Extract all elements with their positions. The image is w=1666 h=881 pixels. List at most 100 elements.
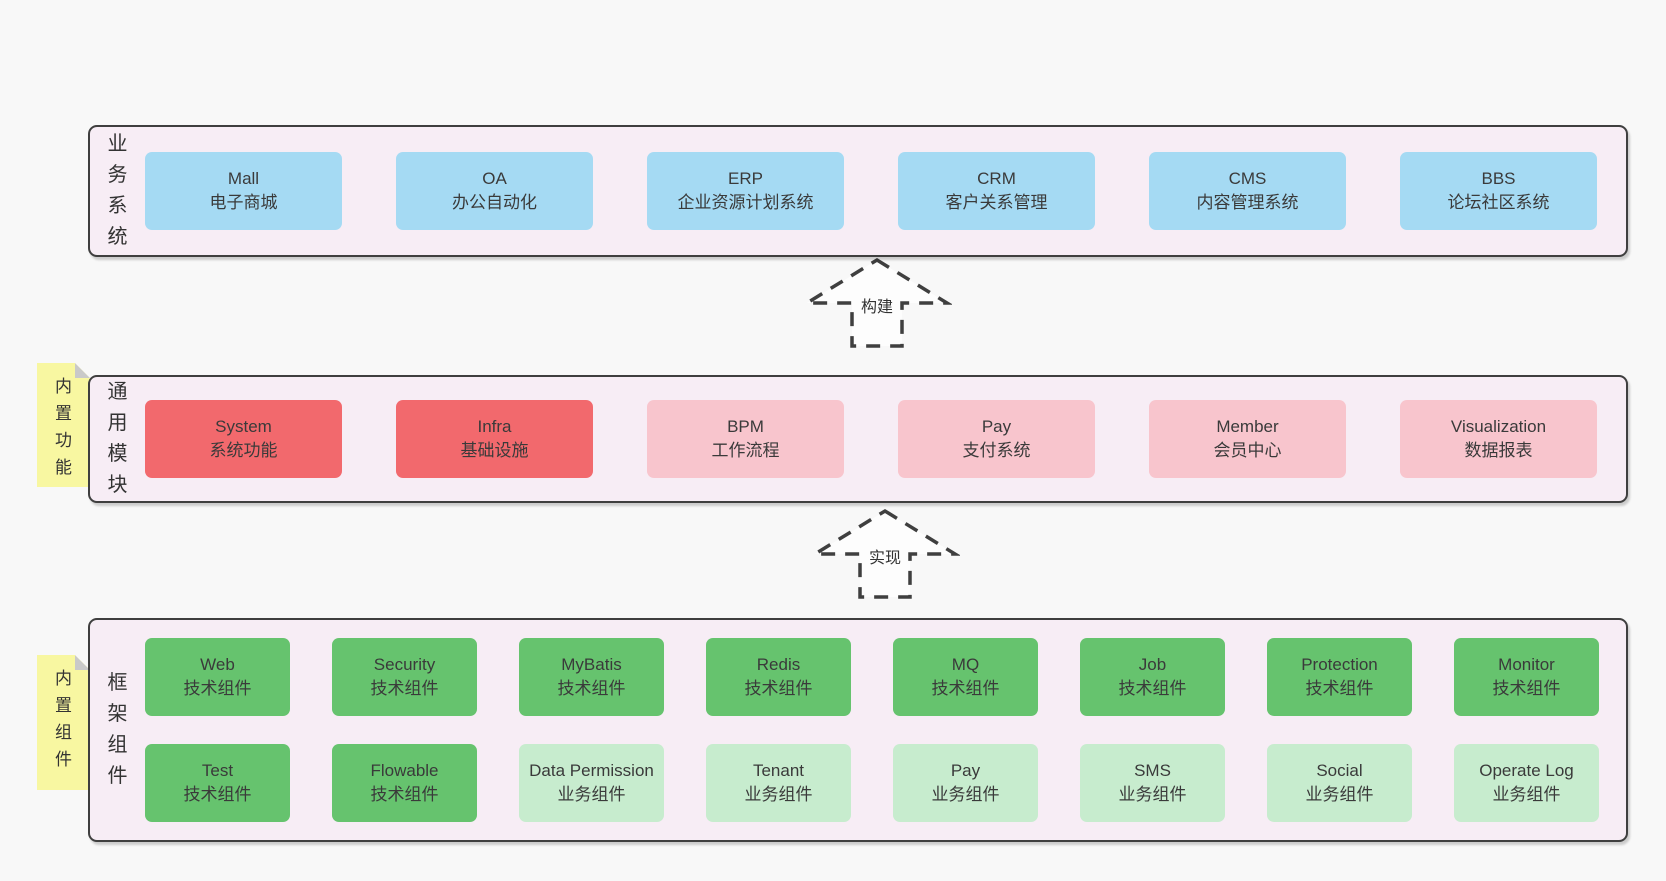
diagram-node-cms: CMS 内容管理系统 — [1149, 152, 1346, 230]
node-title: Protection — [1301, 655, 1378, 674]
framework-components-rows: Web 技术组件 Security 技术组件 MyBatis 技术组件 Redi… — [145, 638, 1599, 822]
node-title: Mall — [227, 169, 260, 188]
node-subtitle: 工作流程 — [711, 441, 780, 460]
node-title: Social — [1316, 761, 1363, 780]
folded-corner-icon — [75, 363, 90, 378]
node-title: Monitor — [1498, 655, 1555, 674]
diagram-node-mall: Mall 电子商城 — [145, 152, 342, 230]
node-subtitle: 业务组件 — [557, 785, 626, 804]
business-systems-panel: 业务系统 Mall 电子商城 OA 办公自动化 ERP 企业资源计划系统 CRM… — [88, 125, 1628, 257]
node-title: Member — [1216, 417, 1279, 436]
diagram-node-protection: Protection 技术组件 — [1267, 638, 1412, 716]
node-subtitle: 业务组件 — [744, 785, 813, 804]
node-subtitle: 内容管理系统 — [1196, 193, 1299, 212]
node-title: Operate Log — [1479, 761, 1574, 780]
framework-components-panel: 框架组件 Web 技术组件 Security 技术组件 MyBatis 技术组件… — [88, 618, 1628, 842]
node-subtitle: 业务组件 — [1305, 785, 1374, 804]
diagram-node-tenant: Tenant 业务组件 — [706, 744, 851, 822]
node-subtitle: 论坛社区系统 — [1447, 193, 1550, 212]
node-subtitle: 客户关系管理 — [945, 193, 1048, 212]
common-modules-label: 通用模块 — [107, 381, 128, 496]
business-components-row: Test 技术组件 Flowable 技术组件 Data Permission … — [145, 744, 1599, 822]
node-title: Pay — [950, 761, 981, 780]
diagram-node-pay-component: Pay 业务组件 — [893, 744, 1038, 822]
diagram-node-system: System 系统功能 — [145, 400, 342, 478]
node-subtitle: 支付系统 — [962, 441, 1031, 460]
diagram-node-sms: SMS 业务组件 — [1080, 744, 1225, 822]
diagram-node-bbs: BBS 论坛社区系统 — [1400, 152, 1597, 230]
node-title: Security — [373, 655, 436, 674]
node-subtitle: 技术组件 — [744, 679, 813, 698]
sticky-note-label: 内置组件 — [55, 669, 72, 769]
diagram-node-mq: MQ 技术组件 — [893, 638, 1038, 716]
diagram-node-operate-log: Operate Log 业务组件 — [1454, 744, 1599, 822]
diagram-node-pay-system: Pay 支付系统 — [898, 400, 1095, 478]
diagram-node-web: Web 技术组件 — [145, 638, 290, 716]
node-title: Test — [201, 761, 234, 780]
node-title: MQ — [951, 655, 980, 674]
diagram-node-infra: Infra 基础设施 — [396, 400, 593, 478]
diagram-node-erp: ERP 企业资源计划系统 — [647, 152, 844, 230]
node-subtitle: 系统功能 — [209, 441, 278, 460]
build-arrow: 构建 — [802, 257, 952, 349]
sticky-note-label: 内置功能 — [55, 377, 72, 477]
diagram-node-member: Member 会员中心 — [1149, 400, 1346, 478]
node-title: Infra — [477, 417, 512, 436]
node-subtitle: 技术组件 — [557, 679, 626, 698]
arrow-label: 实现 — [865, 544, 905, 568]
node-subtitle: 技术组件 — [370, 679, 439, 698]
diagram-node-bpm: BPM 工作流程 — [647, 400, 844, 478]
node-subtitle: 技术组件 — [1118, 679, 1187, 698]
node-subtitle: 业务组件 — [1492, 785, 1561, 804]
diagram-node-redis: Redis 技术组件 — [706, 638, 851, 716]
node-title: SMS — [1134, 761, 1171, 780]
node-title: MyBatis — [561, 655, 622, 674]
diagram-node-job: Job 技术组件 — [1080, 638, 1225, 716]
node-title: BBS — [1481, 169, 1516, 188]
diagram-node-visualization: Visualization 数据报表 — [1400, 400, 1597, 478]
node-title: Redis — [756, 655, 801, 674]
diagram-node-oa: OA 办公自动化 — [396, 152, 593, 230]
node-subtitle: 业务组件 — [1118, 785, 1187, 804]
node-subtitle: 技术组件 — [931, 679, 1000, 698]
business-systems-label: 业务系统 — [107, 133, 128, 248]
node-title: Data Permission — [529, 761, 654, 780]
node-subtitle: 电子商城 — [209, 193, 278, 212]
node-title: Job — [1138, 655, 1167, 674]
node-subtitle: 技术组件 — [1492, 679, 1561, 698]
node-subtitle: 办公自动化 — [452, 193, 537, 212]
common-modules-row: System 系统功能 Infra 基础设施 BPM 工作流程 Pay 支付系统… — [145, 400, 1597, 478]
implement-arrow: 实现 — [810, 508, 960, 600]
framework-components-label: 框架组件 — [107, 672, 128, 787]
node-subtitle: 企业资源计划系统 — [677, 193, 814, 212]
node-title: Flowable — [370, 761, 439, 780]
common-modules-panel: 通用模块 System 系统功能 Infra 基础设施 BPM 工作流程 Pay… — [88, 375, 1628, 503]
node-title: Pay — [981, 417, 1012, 436]
panel-label-column: 通用模块 — [90, 377, 145, 501]
diagram-node-flowable: Flowable 技术组件 — [332, 744, 477, 822]
node-subtitle: 基础设施 — [460, 441, 529, 460]
node-title: ERP — [728, 169, 763, 188]
diagram-node-data-permission: Data Permission 业务组件 — [519, 744, 664, 822]
diagram-node-security: Security 技术组件 — [332, 638, 477, 716]
node-title: OA — [482, 169, 507, 188]
business-systems-row: Mall 电子商城 OA 办公自动化 ERP 企业资源计划系统 CRM 客户关系… — [145, 152, 1597, 230]
node-subtitle: 技术组件 — [1305, 679, 1374, 698]
panel-label-column: 框架组件 — [90, 620, 145, 840]
diagram-node-monitor: Monitor 技术组件 — [1454, 638, 1599, 716]
diagram-node-mybatis: MyBatis 技术组件 — [519, 638, 664, 716]
tech-components-row: Web 技术组件 Security 技术组件 MyBatis 技术组件 Redi… — [145, 638, 1599, 716]
node-subtitle: 技术组件 — [183, 785, 252, 804]
node-title: Tenant — [752, 761, 805, 780]
arrow-label: 构建 — [857, 293, 897, 317]
sticky-note-built-in-components: 内置组件 — [37, 655, 90, 790]
sticky-note-built-in-features: 内置功能 — [37, 363, 90, 487]
node-title: CMS — [1228, 169, 1267, 188]
node-subtitle: 数据报表 — [1464, 441, 1533, 460]
node-title: Visualization — [1450, 417, 1547, 436]
node-title: CRM — [977, 169, 1016, 188]
node-subtitle: 会员中心 — [1213, 441, 1282, 460]
diagram-node-social: Social 业务组件 — [1267, 744, 1412, 822]
node-subtitle: 技术组件 — [370, 785, 439, 804]
node-title: System — [215, 417, 272, 436]
